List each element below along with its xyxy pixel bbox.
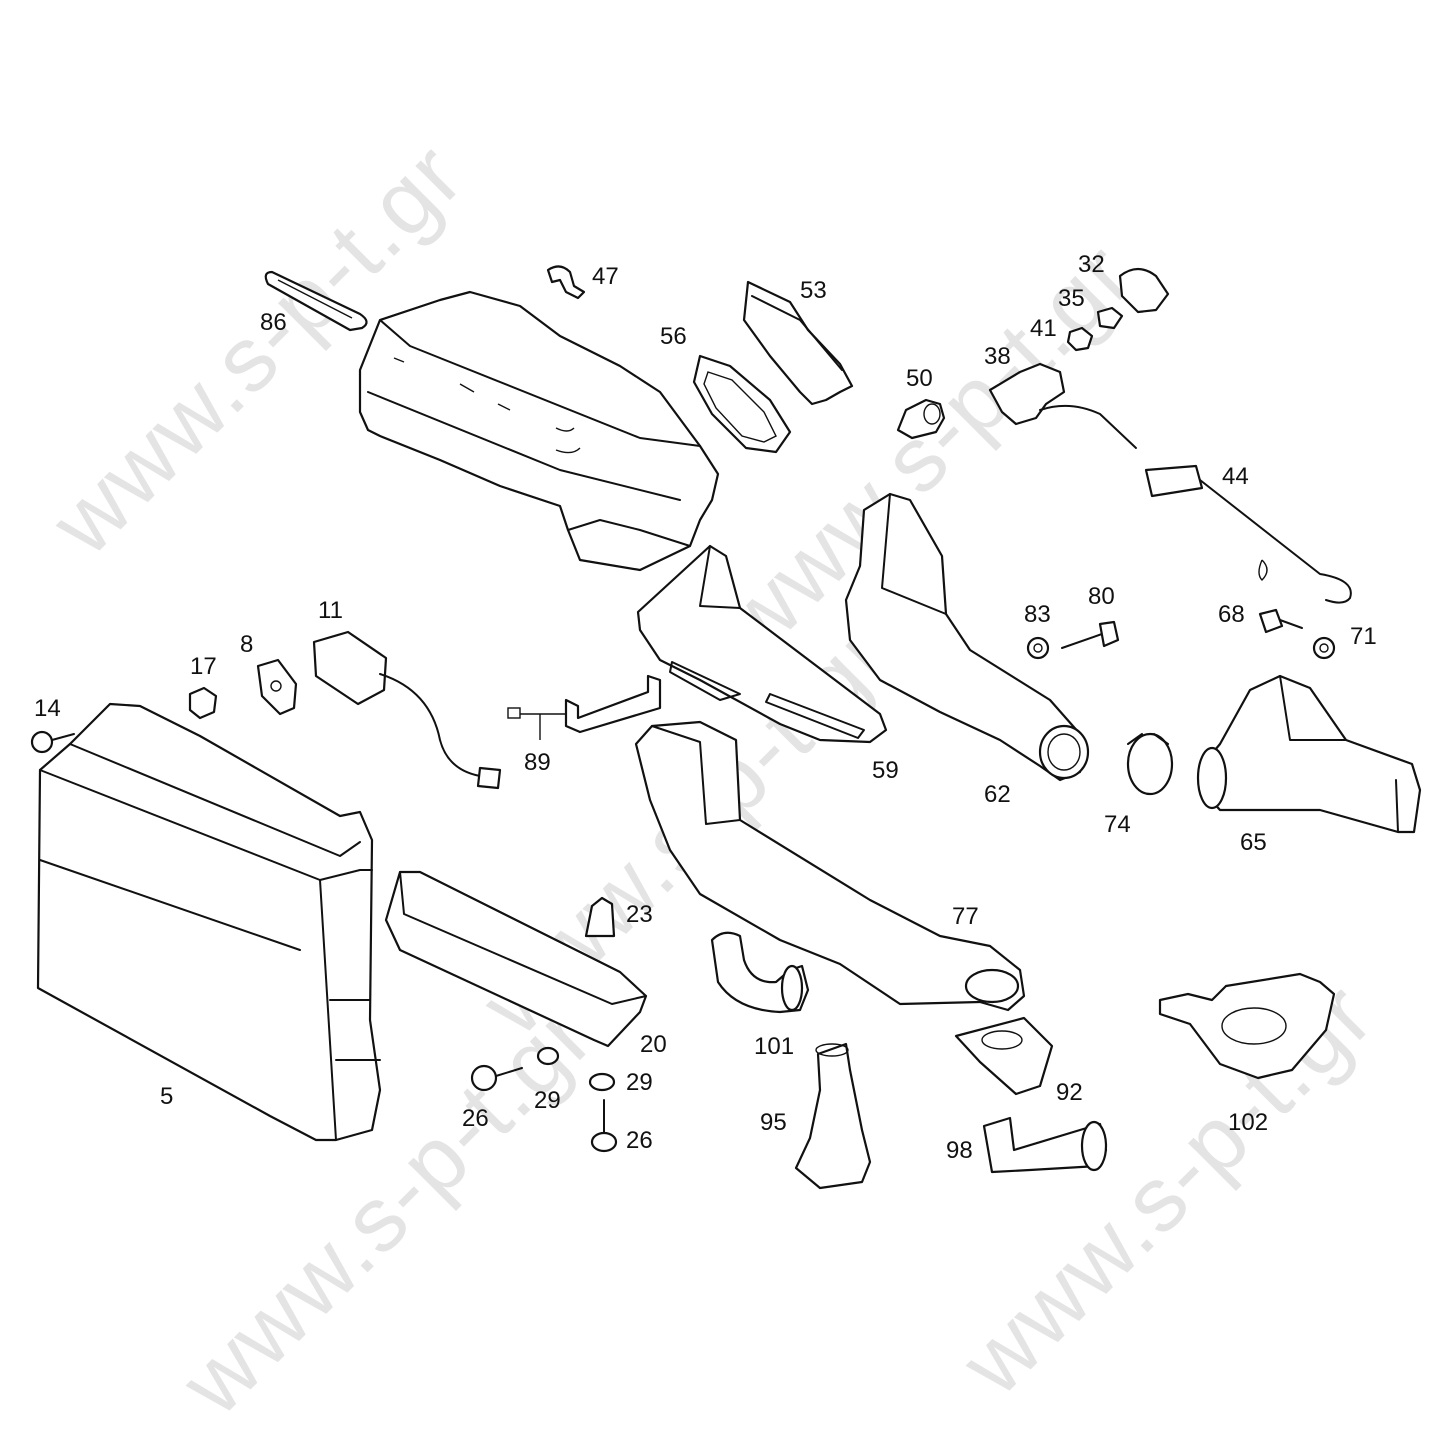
part-29-washer-b <box>588 1072 616 1092</box>
callout-53: 53 <box>800 277 827 304</box>
part-8-bracket <box>256 658 298 716</box>
callout-59: 59 <box>872 757 899 784</box>
part-68-screw <box>1258 608 1303 634</box>
callout-47: 47 <box>592 263 619 290</box>
part-62-duct <box>844 492 1090 782</box>
part-65-duct <box>1196 674 1422 834</box>
callout-68: 68 <box>1218 601 1245 628</box>
part-77-duct <box>634 720 1026 1012</box>
part-11-actuator <box>312 630 502 790</box>
callout-26-a: 26 <box>462 1105 489 1132</box>
part-14-screw <box>30 730 75 754</box>
part-95-hose <box>794 1042 872 1190</box>
callout-17: 17 <box>190 653 217 680</box>
part-35-bulb <box>1096 306 1124 330</box>
callout-5: 5 <box>160 1083 173 1110</box>
part-17-nut <box>188 686 218 720</box>
callout-74: 74 <box>1104 811 1131 838</box>
callout-11: 11 <box>318 597 343 624</box>
part-98-pipe <box>982 1116 1108 1174</box>
callout-35: 35 <box>1058 285 1085 312</box>
part-102-bracket <box>1158 972 1336 1080</box>
callout-29-a: 29 <box>534 1087 561 1114</box>
callout-98: 98 <box>946 1137 973 1164</box>
callout-83: 83 <box>1024 601 1051 628</box>
callout-95: 95 <box>760 1109 787 1136</box>
part-38-switch <box>988 362 1137 449</box>
part-71-washer <box>1312 636 1336 660</box>
callout-8: 8 <box>240 631 253 658</box>
callout-41: 41 <box>1030 315 1057 342</box>
part-50-grommet <box>896 398 946 440</box>
part-53-flap <box>742 280 854 406</box>
callout-92: 92 <box>1056 1079 1083 1106</box>
callout-29-b: 29 <box>626 1069 653 1096</box>
part-26-screw-b <box>590 1099 618 1153</box>
part-59-duct <box>636 544 888 744</box>
part-86-seal-strip <box>264 270 368 332</box>
part-upper-housing <box>358 290 720 572</box>
part-74-clamp <box>1126 732 1174 796</box>
callout-14: 14 <box>34 695 61 722</box>
part-23-clip <box>584 896 616 938</box>
part-92-adapter <box>954 1016 1054 1096</box>
callout-20: 20 <box>640 1031 667 1058</box>
callout-80: 80 <box>1088 583 1115 610</box>
callout-86: 86 <box>260 309 287 336</box>
callout-23: 23 <box>626 901 653 928</box>
callout-50: 50 <box>906 365 933 392</box>
part-56-gasket <box>692 354 792 454</box>
callouts: 5 8 11 14 17 20 23 26 26 29 29 32 35 38 … <box>34 251 1377 1164</box>
part-29-washer-a <box>536 1046 560 1066</box>
callout-101: 101 <box>754 1033 794 1060</box>
callout-89: 89 <box>524 749 551 776</box>
part-47-clip <box>546 265 586 300</box>
part-44-cable <box>1144 464 1352 604</box>
callout-102: 102 <box>1228 1109 1268 1136</box>
callout-56: 56 <box>660 323 687 350</box>
callout-77: 77 <box>952 903 979 930</box>
part-20-tray <box>384 870 648 1048</box>
part-83-washer <box>1026 636 1050 660</box>
part-41-nut <box>1066 326 1094 352</box>
callout-32: 32 <box>1078 251 1105 278</box>
callout-26-b: 26 <box>626 1127 653 1154</box>
part-5-housing <box>36 702 382 1142</box>
callout-71: 71 <box>1350 623 1377 650</box>
part-89-bracket <box>507 674 662 740</box>
part-26-screw-a <box>470 1064 523 1092</box>
callout-44: 44 <box>1222 463 1249 490</box>
part-32-cap <box>1118 267 1170 314</box>
part-80-screw <box>1061 620 1120 649</box>
callout-62: 62 <box>984 781 1011 808</box>
callout-65: 65 <box>1240 829 1267 856</box>
part-101-elbow <box>710 931 810 1014</box>
callout-38: 38 <box>984 343 1011 370</box>
